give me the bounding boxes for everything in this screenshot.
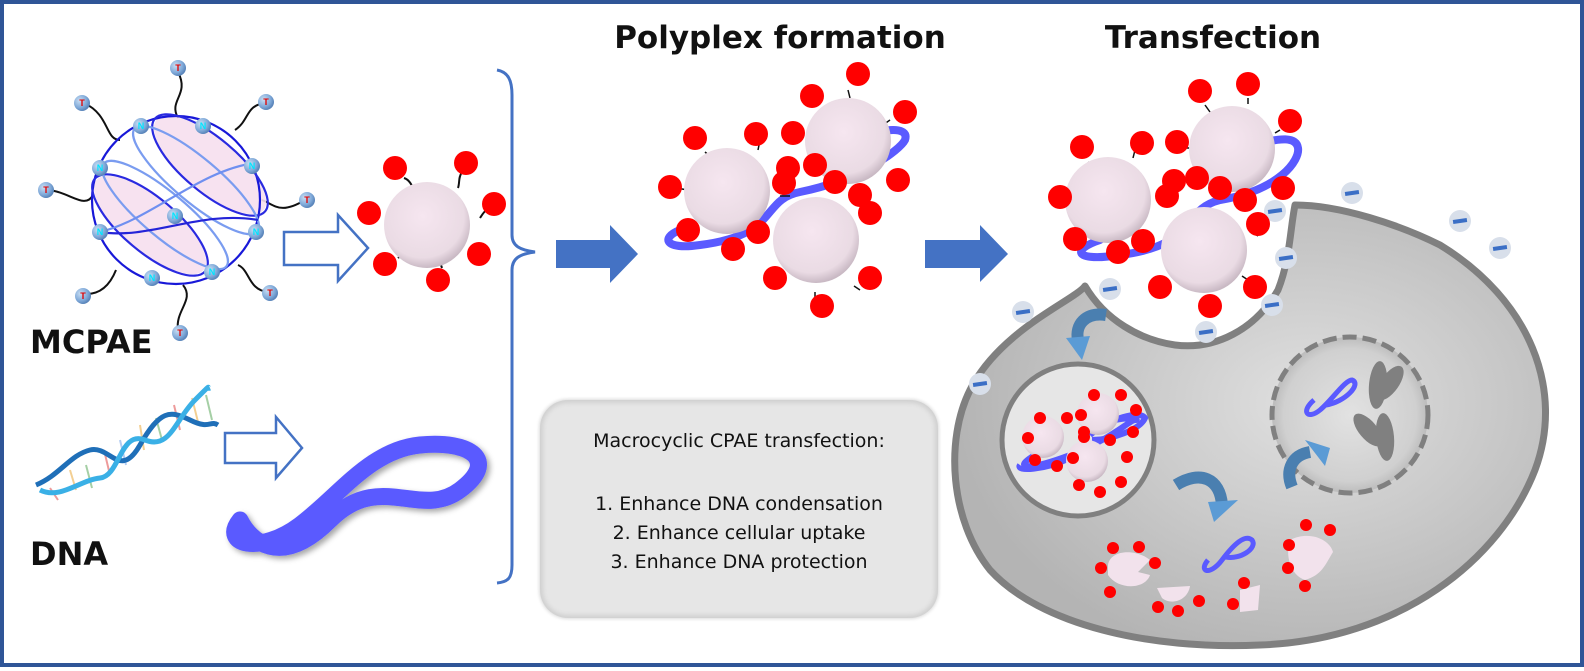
cationic-nanoparticle-icon: [357, 151, 506, 292]
curved-arrow-icon: [1283, 440, 1330, 490]
n-tag: N: [149, 273, 156, 283]
cell-icon: [951, 182, 1550, 650]
n-tag: N: [172, 211, 179, 221]
n-tag: N: [253, 227, 260, 237]
process-arrow-icon: [925, 225, 1008, 282]
n-tag: N: [209, 267, 216, 277]
summary-point: 3. Enhance DNA protection: [610, 551, 868, 573]
t-tag: T: [80, 291, 86, 301]
t-tag: T: [267, 288, 273, 298]
curved-arrow-icon: [1066, 308, 1107, 360]
t-tag: T: [304, 195, 310, 205]
summary-points: 1. Enhance DNA condensation 2. Enhance c…: [540, 490, 938, 577]
curved-arrow-icon: [1172, 471, 1238, 522]
hollow-arrow-icon: [223, 413, 304, 482]
t-tag: T: [79, 98, 85, 108]
process-arrow-icon: [556, 225, 638, 283]
degraded-nanoparticle-icon: [1095, 519, 1336, 617]
grouping-brace: [496, 68, 536, 585]
t-tag: T: [175, 63, 181, 73]
polyplex-cluster-icon: [658, 62, 917, 318]
t-tag: T: [263, 97, 269, 107]
mcpae-macrocycle-icon: N N N N N N N N N T T T T T T: [38, 60, 315, 341]
summary-heading: Macrocyclic CPAE transfection:: [593, 430, 885, 452]
label-mcpae: MCPAE: [30, 323, 152, 361]
polyplex-cluster-icon: [1048, 72, 1303, 318]
n-tag: N: [249, 161, 256, 171]
plasmid-dna-icon: [226, 435, 487, 556]
dna-double-helix-icon: [34, 384, 220, 501]
heading-transfection: Transfection: [1105, 20, 1321, 56]
t-tag: T: [43, 185, 49, 195]
n-tag: N: [138, 121, 145, 131]
n-tag: N: [97, 227, 104, 237]
hollow-arrow-icon: [282, 211, 370, 285]
summary-point: 1. Enhance DNA condensation: [595, 493, 883, 515]
n-tag: N: [97, 163, 104, 173]
label-dna: DNA: [30, 535, 108, 573]
endosome-icon: [999, 361, 1157, 519]
summary-box: Macrocyclic CPAE transfection: 1. Enhanc…: [540, 400, 938, 618]
n-tag: N: [200, 121, 207, 131]
nucleus-icon: [1269, 334, 1431, 496]
summary-point: 2. Enhance cellular uptake: [612, 522, 866, 544]
released-dna-icon: [1201, 535, 1256, 573]
t-tag: T: [177, 328, 183, 338]
heading-polyplex-formation: Polyplex formation: [614, 20, 946, 56]
